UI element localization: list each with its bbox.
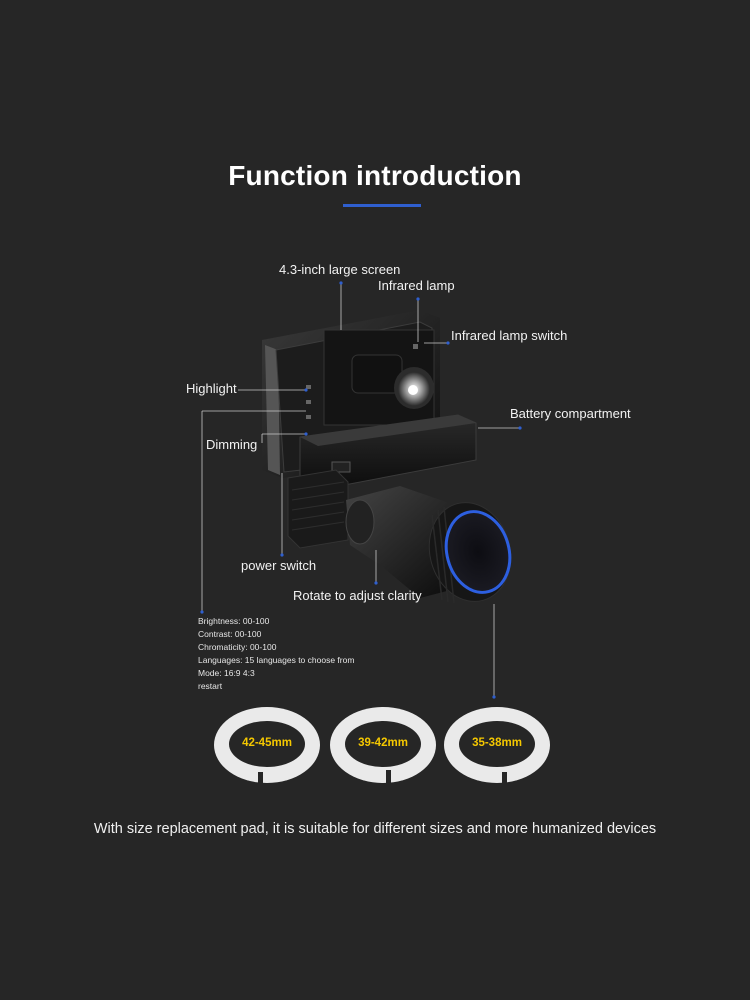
ring-2 bbox=[330, 707, 436, 784]
callout-infrared-lamp: Infrared lamp bbox=[378, 278, 455, 293]
footer-caption: With size replacement pad, it is suitabl… bbox=[93, 821, 657, 837]
callout-battery: Battery compartment bbox=[510, 406, 631, 421]
ring-1 bbox=[214, 707, 320, 784]
lens-barrel bbox=[345, 486, 512, 604]
ring-size-label: 35-38mm bbox=[472, 737, 522, 749]
title-underline bbox=[343, 204, 421, 207]
leader-lines bbox=[201, 283, 520, 697]
callout-rotate: Rotate to adjust clarity bbox=[293, 588, 422, 603]
callout-highlight: Highlight bbox=[186, 381, 237, 396]
ring-3 bbox=[444, 707, 550, 784]
callout-dimming: Dimming bbox=[206, 437, 258, 452]
callout-infrared-lamp-switch: Infrared lamp switch bbox=[451, 328, 568, 343]
spec-line: Chromaticity: 00-100 bbox=[198, 642, 277, 652]
spec-line: Mode: 16:9 4:3 bbox=[198, 668, 255, 678]
spec-line: restart bbox=[198, 681, 223, 691]
page-title: Function introduction bbox=[228, 160, 522, 191]
leader-dots bbox=[200, 281, 522, 699]
ring-size-label: 39-42mm bbox=[358, 737, 408, 749]
infrared-lamp bbox=[351, 354, 434, 409]
callout-power-switch: power switch bbox=[241, 558, 317, 573]
mount-block bbox=[287, 469, 349, 549]
battery-compartment bbox=[299, 414, 477, 491]
spec-line: Contrast: 00-100 bbox=[198, 629, 262, 639]
spec-line: Brightness: 00-100 bbox=[198, 616, 270, 626]
callout-screen: 4.3-inch large screen bbox=[279, 262, 401, 277]
size-rings bbox=[214, 707, 550, 784]
spec-line: Languages: 15 languages to choose from bbox=[198, 655, 355, 665]
ring-size-label: 42-45mm bbox=[242, 737, 292, 749]
